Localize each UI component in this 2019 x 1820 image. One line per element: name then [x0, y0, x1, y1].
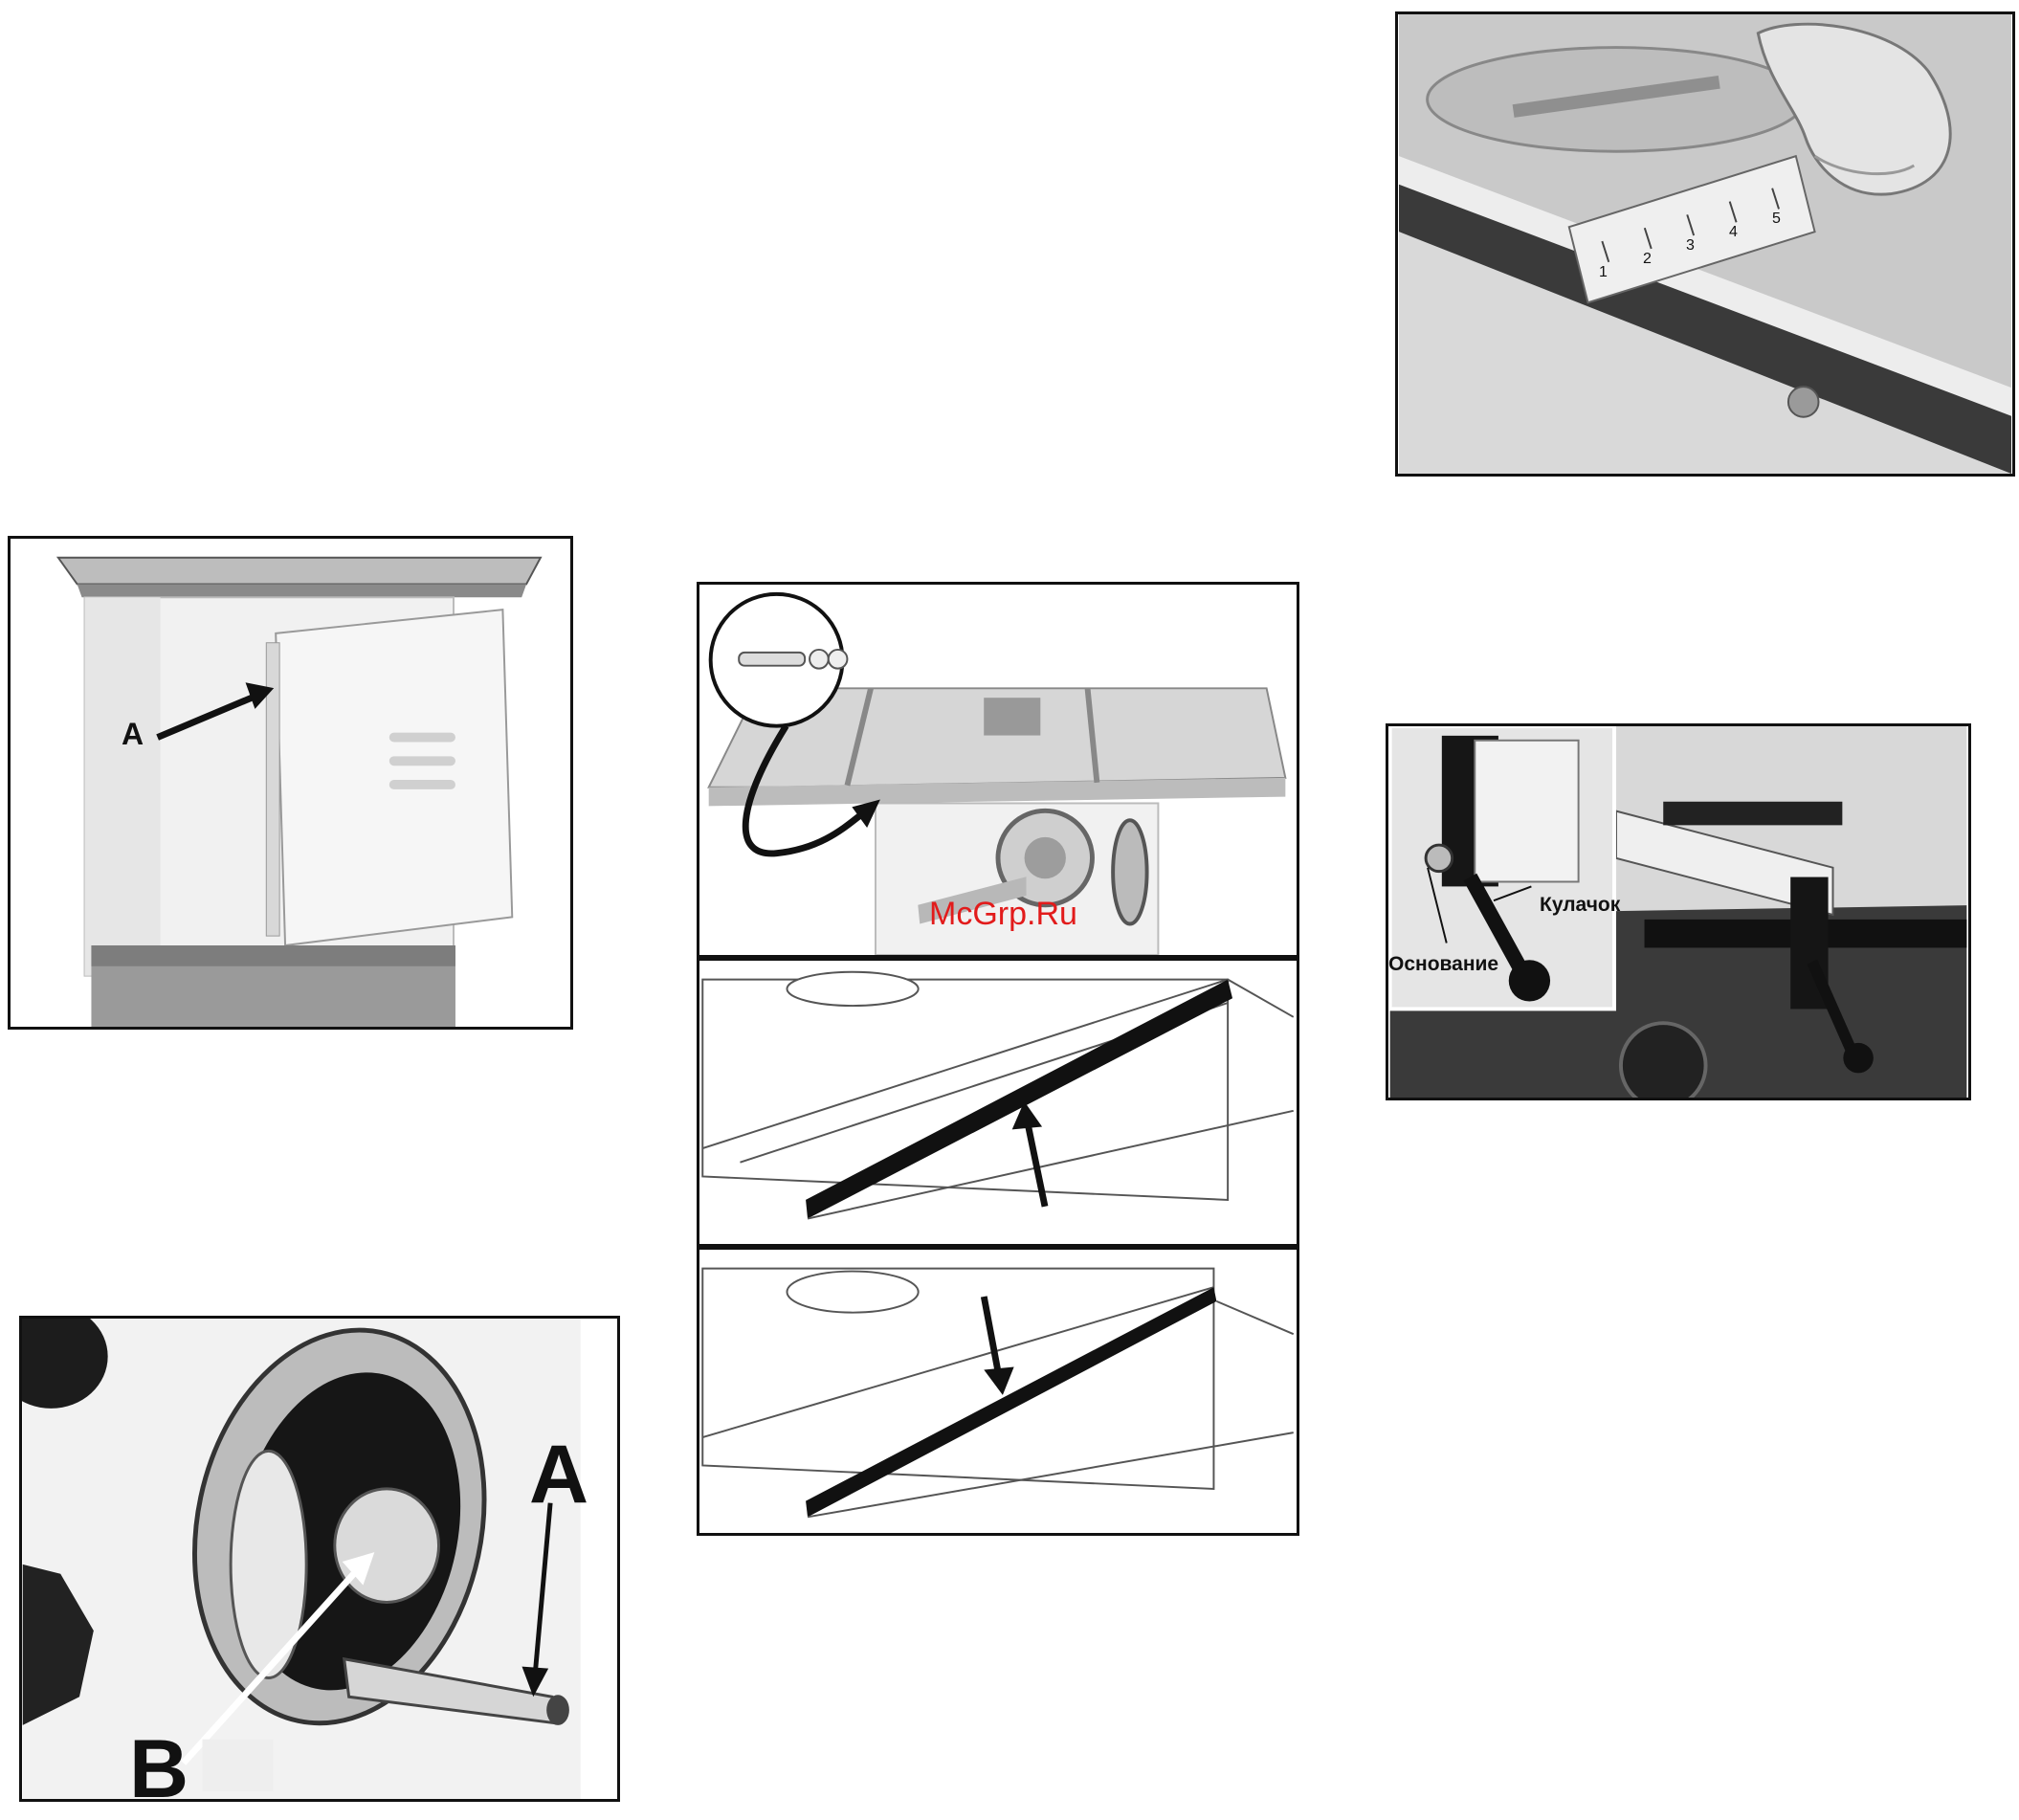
ruler-illustration — [1398, 14, 2012, 474]
figure-handwheel: A B — [19, 1316, 620, 1802]
ruler-tick-label-2: 2 — [1643, 252, 1652, 267]
ruler-tick-label-1: 1 — [1599, 265, 1608, 280]
ruler-tick-label-3: 3 — [1686, 238, 1695, 254]
label-a: A — [529, 1433, 588, 1516]
watermark: McGrp.Ru — [929, 896, 1077, 933]
figure-fence-assembly: Кулачок Основание — [1386, 723, 1971, 1100]
label-a: A — [122, 719, 144, 749]
label-base: Основание — [1388, 954, 1498, 974]
label-b: B — [129, 1728, 189, 1802]
figure-cabinet-motor-cover: A — [8, 536, 573, 1030]
ruler-tick-label-4: 4 — [1729, 225, 1738, 240]
cabinet-illustration — [11, 539, 570, 1027]
figure-rail-front — [697, 958, 1299, 1247]
rail-rear-illustration — [699, 1250, 1297, 1533]
label-cam: Кулачок — [1540, 895, 1620, 915]
handwheel-illustration — [22, 1319, 617, 1799]
fence-illustration — [1388, 726, 1968, 1098]
figure-rail-rear — [697, 1247, 1299, 1536]
ruler-tick-label-5: 5 — [1772, 211, 1781, 227]
rail-front-illustration — [699, 961, 1297, 1244]
figure-table-mounting: McGrp.Ru — [697, 582, 1299, 958]
figure-ruler-measure: 1 2 3 4 5 — [1395, 11, 2015, 477]
